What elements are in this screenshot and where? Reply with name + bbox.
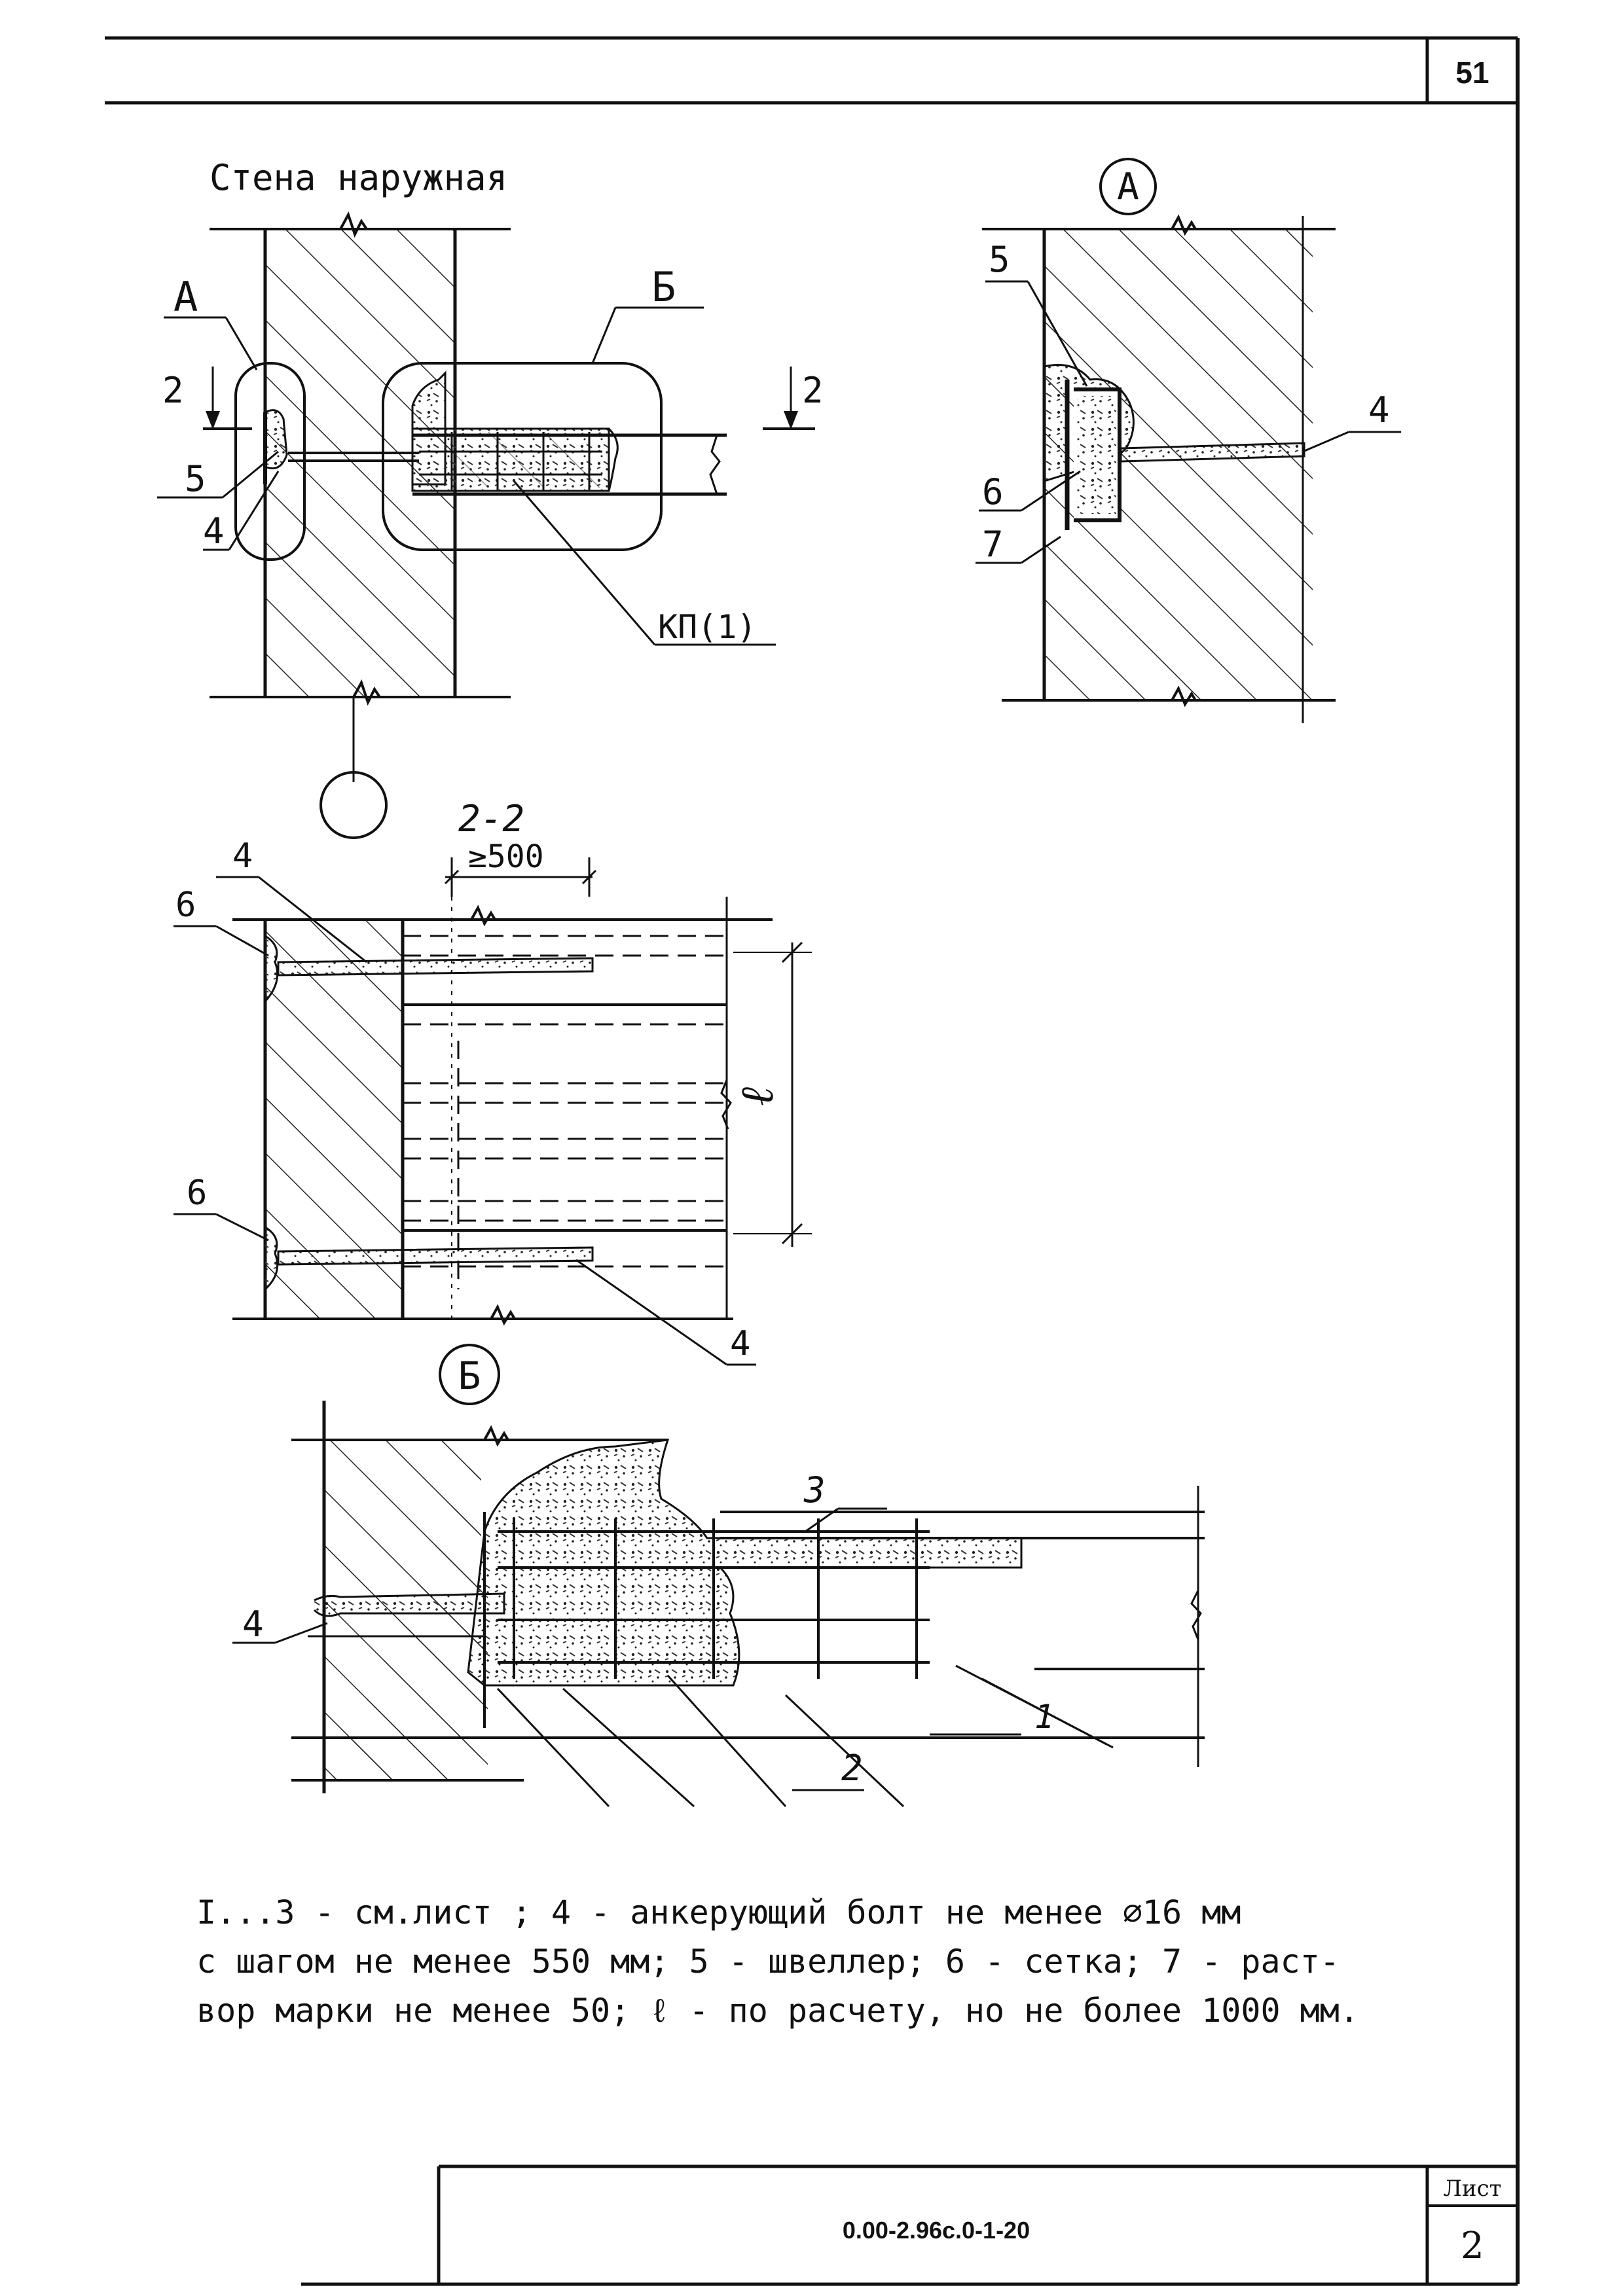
section-2-2: 2-2 ≥500 4 6 6 4 ℓ: [173, 798, 812, 1366]
detail-b-title: Б: [458, 1354, 481, 1398]
sheet-label: Лист: [1444, 2176, 1502, 2202]
notes-line-1: I...3 - см.лист ; 4 - анкерующий болт не…: [196, 1893, 1241, 1931]
section-mark-right: 2: [802, 370, 824, 411]
label-2-detail-b: 2: [841, 1748, 863, 1789]
label-6-section-top: 6: [175, 886, 196, 925]
detail-b-title-circle: [439, 1344, 500, 1405]
main-elevation: Стена наружная А Б 2 2 5 4 КП(1): [157, 157, 824, 839]
detail-b: Б 3 4 1 2: [232, 1344, 1205, 1808]
notes-block: I...3 - см.лист ; 4 - анкерующий болт не…: [196, 1888, 1473, 2036]
label-4-detail-b: 4: [242, 1604, 264, 1645]
label-3-detail-b: 3: [803, 1469, 826, 1511]
label-6-section-bottom: 6: [187, 1174, 207, 1213]
label-4-detail-a: 4: [1368, 389, 1390, 431]
sheet-value: 2: [1461, 2225, 1484, 2267]
section-reference-circle: [319, 771, 388, 839]
section-mark-left: 2: [162, 370, 184, 411]
label-6-detail-a: 6: [982, 471, 1004, 512]
label-4-section-bottom: 4: [730, 1324, 750, 1363]
callout-a-outline: [234, 362, 306, 561]
label-5-detail-a: 5: [989, 239, 1010, 280]
dimension-500: ≥500: [468, 838, 544, 875]
section-2-2-title: 2-2: [458, 798, 524, 840]
callout-a-label: А: [173, 273, 198, 321]
label-kp1: КП(1): [658, 608, 757, 646]
detail-a-title-circle: [1099, 158, 1157, 215]
notes-line-2: с шагом не менее 550 мм; 5 - швеллер; 6 …: [196, 1943, 1340, 1981]
label-5-main: 5: [185, 458, 206, 499]
detail-a: А 5 6 7 4: [976, 158, 1401, 723]
document-code: 0.00-2.96с.0-1-20: [843, 2217, 1030, 2244]
wall-label: Стена наружная: [210, 157, 507, 198]
label-7-detail-a: 7: [982, 524, 1004, 565]
label-4-section-top: 4: [232, 836, 253, 876]
notes-line-3: вор марки не менее 50; ℓ - по расчету, н…: [196, 1992, 1359, 2030]
title-block: [437, 2164, 1518, 2284]
detail-a-title: А: [1117, 166, 1139, 208]
label-1-detail-b: 1: [1034, 1698, 1054, 1736]
dimension-l: ℓ: [730, 1087, 784, 1106]
sheet-frame: [105, 36, 1520, 2286]
callout-b-label: Б: [651, 263, 676, 311]
callout-b-outline: [382, 362, 663, 551]
label-4-main: 4: [203, 511, 225, 552]
sheet-number: 51: [1455, 56, 1489, 90]
